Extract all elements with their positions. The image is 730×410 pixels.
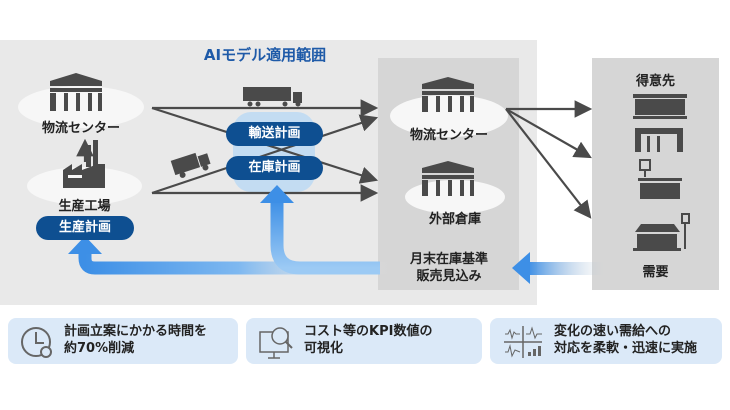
benefit-card: 変化の速い需給への 対応を柔軟・迅速に実施 bbox=[490, 318, 722, 364]
flow-line bbox=[505, 108, 592, 219]
monthly-inventory-label: 月末在庫基準 bbox=[409, 252, 488, 267]
feedback-arrow bbox=[78, 250, 392, 275]
department-store-icon bbox=[633, 94, 687, 119]
inventory-feedback-arrow bbox=[270, 200, 380, 275]
transport-plan-pill: 輸送計画 bbox=[226, 122, 323, 146]
external-warehouse-label: 外部倉庫 bbox=[428, 212, 481, 227]
benefit-line1: コスト等のKPI数値の bbox=[304, 324, 433, 339]
flow-line bbox=[505, 108, 592, 159]
delivery-truck-icon bbox=[170, 152, 211, 178]
inventory-plan-pill: 在庫計画 bbox=[226, 156, 323, 180]
flow-line bbox=[151, 114, 379, 195]
scope-title: AIモデル適用範囲 bbox=[203, 46, 327, 64]
container-truck-icon bbox=[243, 87, 302, 107]
factory-label: 生産工場 bbox=[58, 199, 111, 214]
warehouse-icon-external bbox=[422, 161, 474, 196]
warehouse-icon-mid bbox=[422, 77, 474, 112]
convenience-store-icon bbox=[638, 159, 682, 199]
inventory-arrowhead bbox=[260, 185, 294, 203]
clock-icon bbox=[21, 327, 52, 358]
factory-icon bbox=[63, 140, 105, 188]
benefit-card: 計画立案にかかる時間を 約70%削減 bbox=[8, 318, 238, 364]
warehouse-icon-left bbox=[50, 73, 102, 111]
logistics-center-label-left: 物流センター bbox=[41, 121, 120, 136]
logistics-center-label-mid: 物流センター bbox=[409, 128, 488, 143]
benefit-line2: 約70%削減 bbox=[64, 341, 135, 356]
customers-label: 得意先 bbox=[635, 74, 675, 89]
demand-arrowhead bbox=[512, 252, 530, 284]
demand-label: 需要 bbox=[642, 265, 669, 280]
sales-forecast-label: 販売見込み bbox=[416, 269, 482, 284]
benefit-line1: 変化の速い需給への bbox=[554, 324, 672, 339]
production-plan-pill: 生産計画 bbox=[36, 216, 134, 240]
benefit-line2: 対応を柔軟・迅速に実施 bbox=[554, 341, 698, 356]
waveform-chart-icon bbox=[504, 326, 542, 358]
feedback-arrowhead bbox=[68, 236, 102, 254]
monitor-analytics-icon bbox=[259, 327, 293, 359]
benefit-line1: 計画立案にかかる時間を bbox=[64, 324, 208, 339]
supermarket-icon bbox=[635, 128, 683, 152]
small-shop-icon bbox=[633, 213, 690, 251]
demand-arrow-shaft bbox=[528, 262, 608, 275]
external-warehouse-ellipse bbox=[405, 180, 505, 214]
benefit-card: コスト等のKPI数値の 可視化 bbox=[246, 318, 482, 364]
logistics-center-ellipse-left bbox=[18, 86, 144, 128]
benefit-line2: 可視化 bbox=[304, 341, 344, 356]
